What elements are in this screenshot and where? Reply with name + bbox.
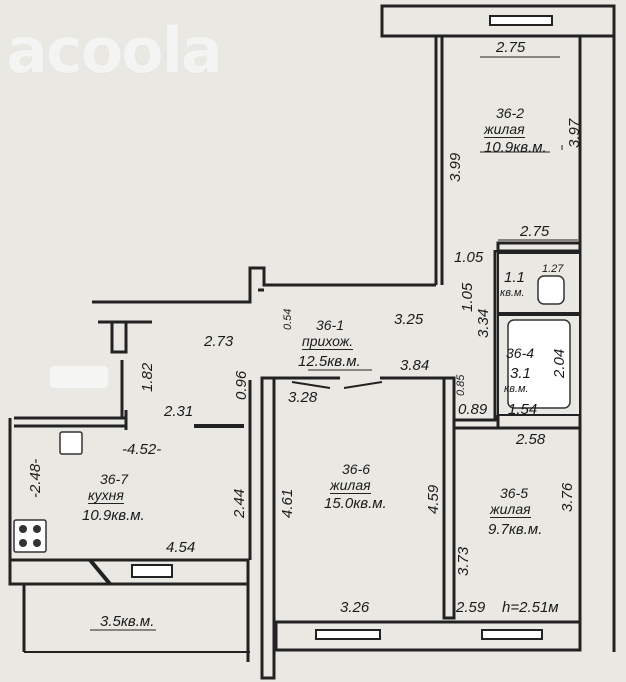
window-bottom-right bbox=[481, 629, 543, 640]
ceiling-height: h=2.51м bbox=[502, 599, 559, 616]
room-36-2-area: 10.9кв.м. bbox=[484, 139, 547, 156]
stove bbox=[13, 519, 47, 553]
wall-kitchen-bottom bbox=[8, 558, 250, 586]
dim-182: 1.82 bbox=[139, 362, 156, 392]
sink bbox=[59, 431, 83, 455]
room-36-6-code: 36-6 bbox=[342, 461, 371, 477]
dim-105-a: 1.05 bbox=[454, 249, 484, 266]
dim-328: 3.28 bbox=[288, 389, 318, 406]
dim-258: 2.58 bbox=[516, 431, 546, 448]
dim-376: 3.76 bbox=[559, 482, 576, 512]
dim-454: 4.54 bbox=[166, 539, 196, 556]
room-36-2-code: 36-2 bbox=[496, 105, 525, 121]
room-36-2-type: жилая bbox=[484, 121, 525, 138]
redacted-blot bbox=[50, 366, 108, 388]
dim-459: 4.59 bbox=[425, 484, 442, 514]
dim-334: 3.34 bbox=[475, 308, 492, 338]
dim-273: 2.73 bbox=[204, 333, 234, 350]
dim-105-b: 1.05 bbox=[459, 282, 476, 312]
dim-325: 3.25 bbox=[394, 311, 424, 328]
room-wc-area: 1.1 bbox=[504, 269, 525, 286]
balcony-area: 3.5кв.м. bbox=[100, 613, 155, 630]
wall-bath bbox=[497, 252, 581, 314]
pillar bbox=[110, 320, 128, 354]
room-36-7-area: 10.9кв.м. bbox=[82, 507, 145, 524]
wall-hall-top bbox=[92, 266, 436, 304]
dim-085: 0.85 bbox=[455, 374, 467, 396]
dim-bath-width: 2.75 bbox=[520, 223, 550, 240]
room-36-1-area: 12.5кв.м. bbox=[298, 353, 361, 370]
room-36-5-type: жилая bbox=[490, 501, 531, 518]
room-36-6-area: 15.0кв.м. bbox=[324, 495, 387, 512]
dim-384: 3.84 bbox=[400, 357, 430, 374]
room-36-5-area: 9.7кв.м. bbox=[488, 521, 543, 538]
dim-089: 0.89 bbox=[458, 401, 488, 418]
dim-r2-right: 3.97 bbox=[566, 118, 583, 148]
dim-244: 2.44 bbox=[231, 488, 248, 518]
wall-r6-right bbox=[442, 376, 456, 620]
room-36-4-unit: кв.м. bbox=[504, 383, 529, 395]
dim-096: 0.96 bbox=[233, 370, 250, 400]
dim-326: 3.26 bbox=[340, 599, 370, 616]
dim-r2-left: 3.99 bbox=[447, 152, 464, 182]
wall-r2-r3 bbox=[496, 241, 582, 253]
room-36-7-code: 36-7 bbox=[100, 471, 129, 487]
dim-452: -4.52- bbox=[122, 441, 162, 458]
window-top bbox=[489, 15, 553, 26]
room-36-4-code: 36-4 bbox=[506, 345, 535, 361]
dim-259: 2.59 bbox=[456, 599, 486, 616]
dim-top-width: 2.75 bbox=[496, 39, 526, 56]
door-r6 bbox=[343, 381, 383, 389]
balcony-divider bbox=[88, 558, 112, 586]
watermark-logo: acoola bbox=[6, 14, 223, 87]
dim-127: 1.27 bbox=[542, 263, 564, 275]
room-wc-unit: кв.м. bbox=[500, 287, 525, 299]
room-36-1-code: 36-1 bbox=[316, 317, 345, 333]
room-36-6-type: жилая bbox=[330, 477, 371, 494]
dim-204: 2.04 bbox=[551, 348, 568, 378]
dim-054: 0.54 bbox=[282, 308, 294, 330]
wall-r6-left bbox=[260, 376, 276, 680]
dim-461: 4.61 bbox=[279, 488, 296, 518]
room-36-5-code: 36-5 bbox=[500, 485, 529, 501]
dim-373: 3.73 bbox=[455, 546, 472, 576]
dim-231: 2.31 bbox=[164, 403, 194, 420]
window-kitchen bbox=[131, 564, 173, 578]
window-bottom-left bbox=[315, 629, 381, 640]
bathtub bbox=[507, 319, 571, 409]
room-36-4-area: 3.1 bbox=[510, 365, 531, 382]
room-36-7-type: кухня bbox=[88, 487, 124, 504]
room-36-1-type: прихож. bbox=[302, 333, 354, 350]
toilet bbox=[537, 275, 565, 305]
dim-248: -2.48- bbox=[27, 458, 44, 498]
dim-154: 1.54 bbox=[508, 401, 538, 418]
door-hall bbox=[291, 381, 331, 389]
